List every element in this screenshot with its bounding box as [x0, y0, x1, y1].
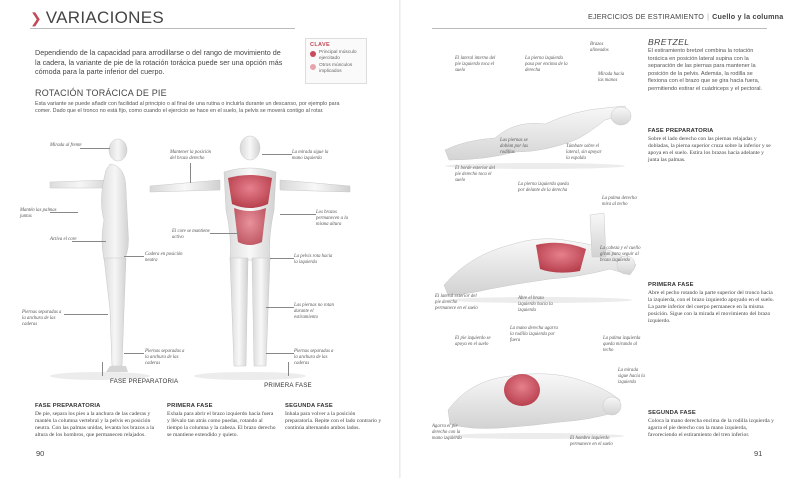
intro-paragraph: Dependiendo de la capacidad para arrodil… [35, 48, 283, 77]
label-pie-izq-apoya: El pie izquierdo se apoya en el suelo [455, 336, 491, 347]
secondary-muscle-swatch [310, 64, 316, 71]
page-gutter [399, 0, 401, 478]
label-pierna-izq-encima: La pierna izquierda pasa por encima de l… [525, 56, 568, 73]
caption-primera-fase: PRIMERA FASE [264, 382, 312, 389]
header-separator: | [707, 12, 710, 21]
section-heading: ROTACIÓN TORÁCICA DE PIE [35, 88, 167, 98]
label-hombro-izq: El hombro izquierdo permanece en el suel… [570, 436, 613, 447]
label-brazos-alineados: Brazos alineados [590, 42, 609, 53]
chevron-right-icon: ❯ [30, 10, 42, 26]
label-borde-exterior: El borde exterior del pie derecho toca e… [455, 166, 495, 183]
leader-line [262, 154, 292, 155]
col-text-segunda-fase: Inhala para volver a la posición prepara… [285, 411, 382, 431]
col-head-primera-fase: PRIMERA FASE [167, 403, 213, 409]
key-secondary-label: Otros músculos implicados [319, 63, 353, 74]
caption-tick [102, 362, 103, 376]
label-mirada-sigue: La mirada sigue hacia la izquierda [618, 368, 645, 385]
label-brazos-altura: Los brazos permanecen a la misma altura [316, 210, 348, 227]
label-palma-izq: La palma izquierda queda mirando al tech… [603, 336, 641, 353]
caption-fase-preparatoria: FASE PREPARATORIA [110, 378, 179, 385]
col-text-primera-fase: Exhala para abrir el brazo izquierdo hac… [167, 411, 276, 438]
header-topic: Cuello y la columna [712, 12, 784, 21]
phase-text-primera: Abre el pecho rotando la parte superior … [648, 290, 774, 324]
color-key: CLAVE Principal músculo ejercitado Otros… [305, 38, 367, 84]
bretzel-title: BRETZEL [648, 37, 690, 47]
label-piernas-no-rotan: Las piernas no rotan durante el estirami… [294, 303, 334, 320]
label-pelvis-rota: La pelvis rota hacia la izquierda [294, 254, 333, 265]
leader-line [72, 241, 106, 242]
leader-line [270, 258, 294, 259]
key-item-secondary: Otros músculos implicados [310, 63, 362, 74]
phase-text-segunda: Coloca la mano derecha encima de la rodi… [648, 418, 774, 438]
phase-text-preparatoria: Sobre el lado derecho con las piernas re… [648, 136, 771, 163]
leader-line [80, 148, 110, 149]
col-head-segunda-fase: SEGUNDA FASE [285, 403, 333, 409]
label-piernas-rodillas: Las piernas se doblan por las rodillas [500, 138, 528, 155]
phase-head-preparatoria: FASE PREPARATORIA [648, 128, 714, 134]
label-mirada-frente: Mirada al frente [50, 143, 82, 148]
figure-bretzel-second [447, 373, 624, 439]
page-title: VARIACIONES [45, 8, 164, 27]
label-abre-brazo: Abre el brazo izquierdo hacia la izquier… [518, 296, 553, 313]
label-palma-techo: La palma derecha mira al techo [602, 196, 637, 207]
leader-line [50, 212, 78, 213]
key-title: CLAVE [310, 42, 331, 48]
leader-line [266, 353, 294, 354]
leader-line [124, 353, 144, 354]
label-pierna-izq-queda: La pierna izquierda queda por delante de… [518, 182, 569, 193]
label-mirada-manos: Mirada hacia las manos [598, 72, 625, 83]
col-text-fase-preparatoria: De pie, separa los pies a la anchura de … [35, 411, 155, 438]
label-piernas-separadas-3: Piernas separadas a la anchura de las ca… [294, 349, 334, 366]
col-head-fase-preparatoria: FASE PREPARATORIA [35, 403, 101, 409]
leader-line [124, 256, 144, 257]
label-piernas-separadas-1: Piernas separadas a la anchura de las ca… [22, 310, 62, 327]
header-rule [432, 28, 767, 29]
label-activa-core: Activa el core [50, 237, 77, 242]
phase-head-segunda: SEGUNDA FASE [648, 410, 696, 416]
label-lateral-interno: El lateral interno del pie izquierdo toc… [455, 56, 496, 73]
figure-side-standing [49, 138, 150, 380]
page-number-right: 91 [754, 449, 763, 458]
figure-bretzel-rotation [443, 212, 637, 303]
leader-line [210, 233, 240, 234]
leader-line [64, 314, 108, 315]
label-lateral-exterior: El lateral exterior del pie derecho perm… [435, 294, 478, 311]
running-header: EJERCICIOS DE ESTIRAMIENTO|Cuello y la c… [588, 12, 783, 21]
label-mano-derecha-agarra: La mano derecha agarra la rodilla izquie… [510, 326, 558, 343]
label-cabeza-cuello: La cabeza y el cuello giran para seguir … [600, 246, 641, 263]
caption-tick [288, 362, 289, 376]
primary-muscle-swatch [310, 51, 316, 57]
label-cadera-neutra: Cadera en posición neutra [145, 252, 183, 263]
page-number-left: 90 [36, 449, 45, 458]
phase-head-primera: PRIMERA FASE [648, 282, 694, 288]
figure-bretzel-prep [444, 105, 632, 169]
key-primary-label: Principal músculo ejercitado [319, 50, 357, 61]
label-core-activo: El core se mantiene activo [172, 229, 210, 240]
label-manten-posicion-brazo: Mantener la posición del brazo derecho [170, 150, 212, 161]
left-title-row: ❯ VARIACIONES [30, 8, 164, 28]
section-text: Esta variante se puede añadir con facili… [35, 101, 340, 115]
leader-line [280, 214, 316, 215]
label-tumbate-lateral: Túmbate sobre el lateral, sin apoyar la … [566, 144, 602, 161]
leader-line [190, 163, 191, 183]
bretzel-intro: El estiramiento bretzel combina la rotac… [648, 48, 763, 92]
key-item-primary: Principal músculo ejercitado [310, 50, 362, 61]
leader-line [266, 307, 294, 308]
figure-front-rotation [149, 135, 351, 380]
title-rule [30, 28, 295, 29]
label-piernas-separadas-2: Piernas separadas a la anchura de las ca… [145, 349, 185, 366]
label-mirada-mano: La mirada sigue la mano izquierda [292, 150, 329, 161]
label-agarra-pie: Agarra el pie derecho con la mano izquie… [432, 424, 462, 441]
label-manten-palmas: Mantén las palmas juntas [20, 208, 57, 219]
header-section: EJERCICIOS DE ESTIRAMIENTO [588, 12, 705, 21]
